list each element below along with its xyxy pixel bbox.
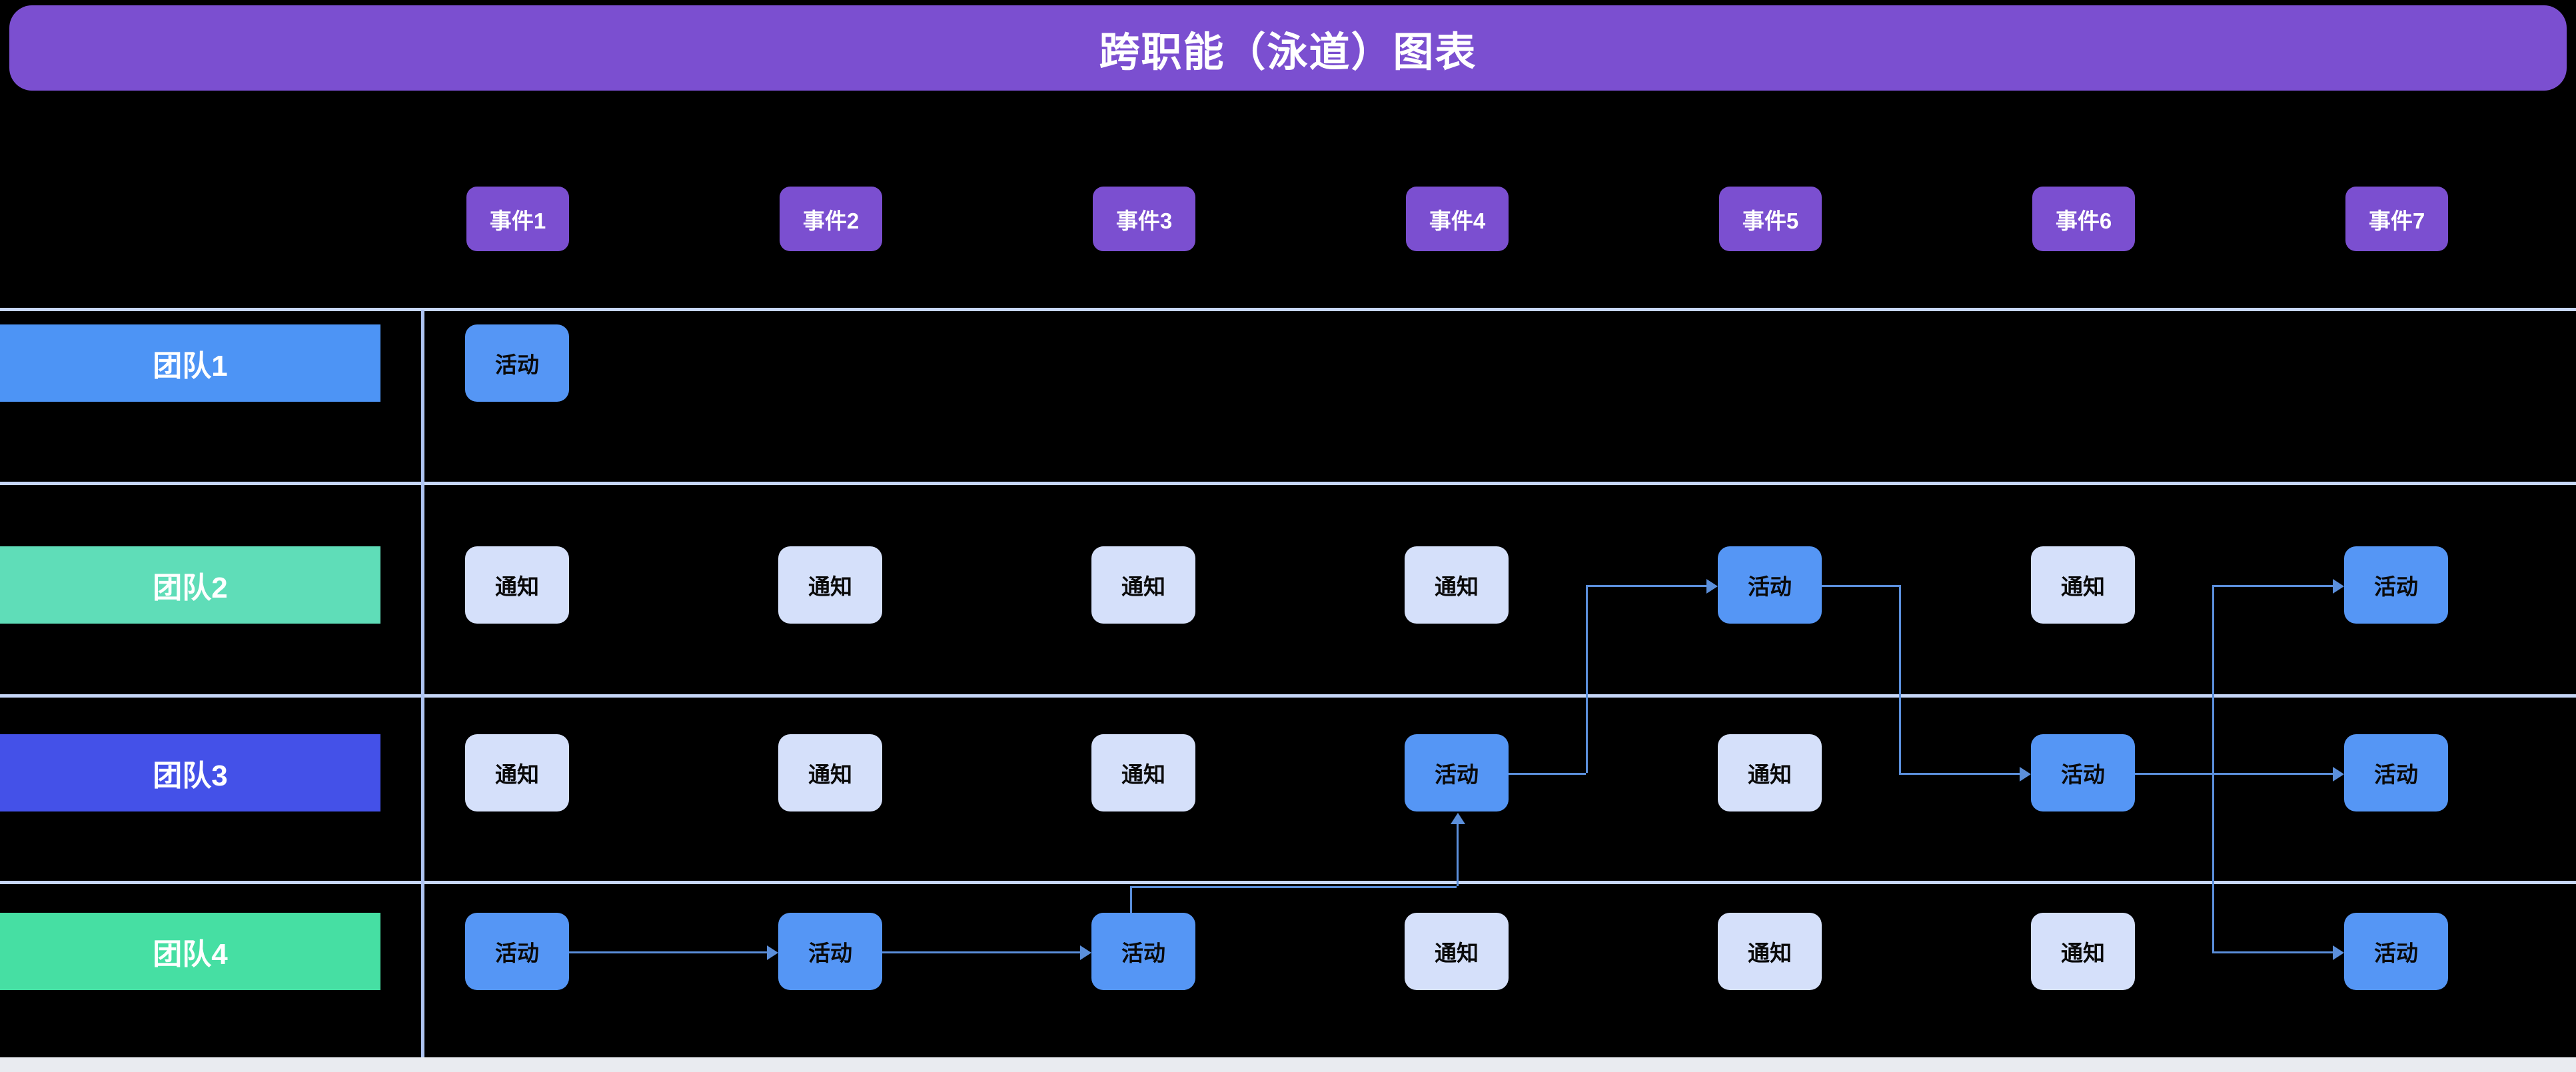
connector-l4e7-entry (2212, 951, 2333, 953)
event-header-label: 事件5 (1742, 208, 1799, 233)
event-header-label: 事件3 (1115, 208, 1173, 233)
task-card-activity[interactable]: 活动 (2344, 734, 2448, 811)
task-card-activity[interactable]: 活动 (2344, 913, 2448, 990)
arrow-l2e5-l3e6 (2020, 767, 2031, 782)
task-card-label: 活动 (808, 941, 852, 965)
connector-l2e5-right (1822, 585, 1899, 587)
connector-l2e5-drop (1899, 585, 1901, 773)
lane-label-text: 团队3 (153, 760, 228, 792)
event-header-7[interactable]: 事件7 (2345, 187, 2448, 251)
lane-label-2[interactable]: 团队2 (0, 546, 380, 624)
arrow-l4e3-l3e4 (1451, 813, 1465, 824)
lane-separator-3 (0, 881, 2576, 884)
page-title: 跨职能（泳道）图表 (1099, 29, 1477, 75)
event-header-6[interactable]: 事件6 (2032, 187, 2135, 251)
connector-l3e4-down (1457, 824, 1459, 886)
task-card-notify[interactable]: 通知 (2031, 546, 2135, 624)
lane-label-4[interactable]: 团队4 (0, 913, 380, 990)
event-header-3[interactable]: 事件3 (1093, 187, 1195, 251)
task-card-activity[interactable]: 活动 (465, 324, 569, 402)
task-card-notify[interactable]: 通知 (1718, 734, 1822, 811)
lane-label-text: 团队2 (153, 572, 228, 604)
task-card-activity[interactable]: 活动 (465, 913, 569, 990)
task-card-notify[interactable]: 通知 (465, 734, 569, 811)
arrow-l3e6-l3e7 (2333, 767, 2344, 782)
task-card-label: 活动 (1435, 762, 1479, 787)
arrow-l4e1-l4e2 (767, 945, 778, 960)
event-header-label: 事件6 (2055, 208, 2112, 233)
connector-l4e3-across (1130, 886, 1457, 888)
task-card-label: 通知 (2061, 941, 2105, 965)
connector-l4e1-l4e2 (569, 951, 768, 953)
task-card-label: 活动 (495, 941, 539, 965)
lane-label-divider (421, 310, 424, 1066)
task-card-label: 通知 (1121, 762, 1165, 787)
task-card-activity[interactable]: 活动 (778, 913, 882, 990)
task-card-label: 通知 (1121, 574, 1165, 599)
connector-l2e5-entry (1586, 585, 1707, 587)
connector-l3e6-entry (1899, 773, 2020, 775)
task-card-label: 活动 (2374, 941, 2418, 965)
connector-l3e6-l3e7 (2135, 773, 2333, 775)
task-card-label: 活动 (2374, 762, 2418, 787)
task-card-label: 活动 (2374, 574, 2418, 599)
task-card-label: 通知 (1435, 941, 1479, 965)
lane-separator-2 (0, 694, 2576, 698)
task-card-activity[interactable]: 活动 (2031, 734, 2135, 811)
connector-l2e7-entry (2212, 585, 2333, 587)
event-header-label: 事件1 (489, 208, 546, 233)
task-card-activity[interactable]: 活动 (1405, 734, 1509, 811)
task-card-label: 通知 (1748, 941, 1792, 965)
task-card-label: 通知 (495, 574, 539, 599)
task-card-label: 通知 (808, 762, 852, 787)
event-header-4[interactable]: 事件4 (1406, 187, 1509, 251)
lane-label-text: 团队1 (153, 350, 228, 382)
connector-l3e4-riser (1586, 585, 1588, 773)
task-card-label: 通知 (808, 574, 852, 599)
event-header-5[interactable]: 事件5 (1719, 187, 1822, 251)
arrow-l4e2-l4e3 (1080, 945, 1091, 960)
lane-separator-0 (0, 308, 2576, 311)
event-header-label: 事件2 (802, 208, 860, 233)
event-header-2[interactable]: 事件2 (780, 187, 882, 251)
task-card-notify[interactable]: 通知 (1405, 913, 1509, 990)
task-card-notify[interactable]: 通知 (1091, 734, 1195, 811)
connector-l4e3-up (1130, 886, 1132, 913)
task-card-notify[interactable]: 通知 (778, 734, 882, 811)
lane-label-3[interactable]: 团队3 (0, 734, 380, 811)
lane-label-1[interactable]: 团队1 (0, 324, 380, 402)
lane-label-text: 团队4 (153, 938, 228, 971)
task-card-label: 通知 (2061, 574, 2105, 599)
event-header-1[interactable]: 事件1 (466, 187, 569, 251)
arrow-l3e6-l2e7 (2333, 579, 2344, 594)
task-card-notify[interactable]: 通知 (1091, 546, 1195, 624)
task-card-label: 活动 (2061, 762, 2105, 787)
arrow-l3e6-l4e7 (2333, 945, 2344, 960)
task-card-label: 活动 (1748, 574, 1792, 599)
footer-bar (0, 1057, 2576, 1072)
arrow-l3e4-l2e5 (1706, 579, 1718, 594)
task-card-label: 通知 (1435, 574, 1479, 599)
connector-l4e2-l4e3 (882, 951, 1081, 953)
event-header-label: 事件7 (2368, 208, 2425, 233)
task-card-activity[interactable]: 活动 (2344, 546, 2448, 624)
task-card-activity[interactable]: 活动 (1718, 546, 1822, 624)
task-card-activity[interactable]: 活动 (1091, 913, 1195, 990)
task-card-notify[interactable]: 通知 (778, 546, 882, 624)
task-card-label: 活动 (495, 352, 539, 377)
task-card-label: 通知 (1748, 762, 1792, 787)
task-card-notify[interactable]: 通知 (1718, 913, 1822, 990)
task-card-notify[interactable]: 通知 (465, 546, 569, 624)
connector-l3e6-branch-riser (2212, 585, 2214, 951)
connector-l3e4-right (1509, 773, 1586, 775)
task-card-notify[interactable]: 通知 (2031, 913, 2135, 990)
task-card-notify[interactable]: 通知 (1405, 546, 1509, 624)
lane-separator-1 (0, 482, 2576, 485)
task-card-label: 活动 (1121, 941, 1165, 965)
event-header-label: 事件4 (1429, 208, 1486, 233)
chart-title-bar: 跨职能（泳道）图表 (9, 5, 2567, 91)
task-card-label: 通知 (495, 762, 539, 787)
